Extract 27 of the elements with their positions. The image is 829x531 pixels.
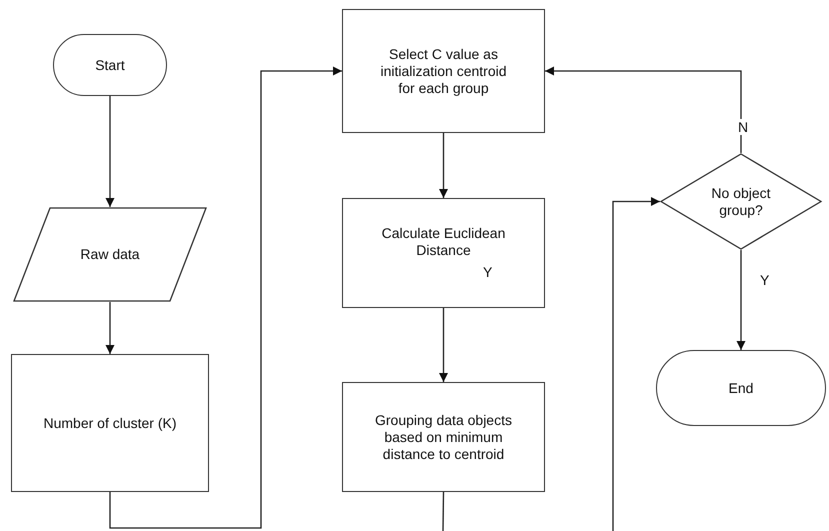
note-text: Y [482, 264, 494, 280]
arrow [439, 308, 448, 382]
node-text: Grouping data objects based on minimum distance to centroid [374, 412, 513, 462]
arrow [439, 133, 448, 198]
process-box [342, 382, 545, 492]
arrow [736, 250, 746, 350]
process-box [11, 354, 209, 492]
arrow [612, 197, 660, 531]
node-text: Select C value as initialization centroid for each group [379, 46, 508, 96]
terminal-shape [656, 350, 826, 426]
node-text: End [728, 380, 754, 396]
arrow [545, 66, 742, 153]
process-box [342, 9, 545, 133]
connector-line [442, 492, 444, 531]
arrow [106, 302, 114, 354]
decision-diamond [660, 153, 822, 250]
node-text: Start [95, 56, 125, 74]
arrow [106, 96, 114, 207]
edge-label: Y [758, 272, 772, 288]
process-box [342, 198, 545, 308]
arrow [109, 66, 342, 529]
node-text: Number of cluster (K) [43, 414, 177, 432]
node-text: Raw data [80, 246, 140, 263]
node-text: No object group? [710, 184, 772, 218]
data-parallelogram [13, 207, 207, 302]
terminal-shape [53, 34, 167, 96]
node-text: Calculate Euclidean Distance [380, 225, 506, 259]
